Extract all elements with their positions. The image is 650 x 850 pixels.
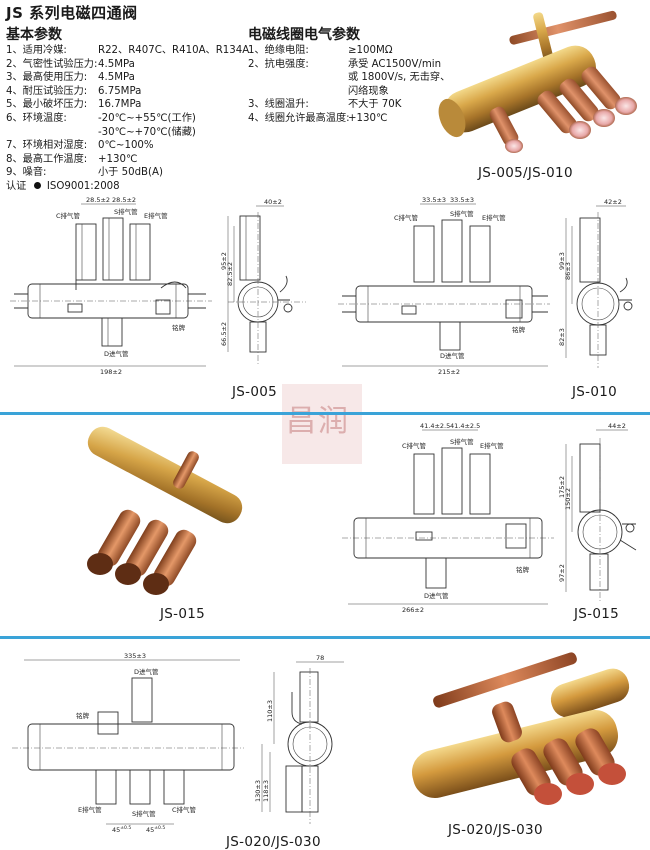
dim-label: 95±2 (220, 252, 228, 270)
dim-label: 175±2 (558, 476, 566, 498)
dim-label: 82.5±2 (226, 262, 234, 286)
pipe-label-s: S排气管 (450, 209, 474, 218)
watermark-text: 昌润 (286, 404, 350, 439)
dim-label: 45±0.5 (112, 825, 131, 834)
coil-row: 4、线圈允许最高温度:+130℃ (248, 112, 388, 124)
pipe-label-d: D进气管 (440, 351, 465, 360)
drawing-js010-side: 42±2 99±3 86±3 82±3 (558, 198, 633, 368)
basic-row: 7、环境相对湿度:0℃~100% (6, 140, 154, 152)
pipe-label-d: D进气管 (104, 349, 129, 358)
coil-row: 闪络现象 (348, 85, 389, 97)
pipe-label-e: E排气管 (144, 211, 168, 220)
pipe-label-c: C排气管 (402, 441, 427, 450)
dim-label: 41.4±2.5 (420, 422, 450, 430)
dim-label: 42±2 (604, 198, 622, 206)
coil-row: 2、抗电强度:承受 AC1500V/min (248, 58, 442, 70)
coil-params-list: 1、绝缘电阻:≥100MΩ 2、抗电强度:承受 AC1500V/min 或 18… (248, 44, 450, 126)
pipe-label-c: C排气管 (394, 213, 419, 222)
model-label: JS-015 (574, 606, 619, 622)
dim-label: 45±0.5 (146, 825, 165, 834)
model-label: JS-015 (160, 606, 205, 622)
pipe-label-d: D进气管 (134, 667, 159, 676)
dim-label: 266±2 (402, 606, 424, 614)
dim-label: 78 (316, 654, 324, 662)
drawing-js020-side: 78 110±3 130±3 118±3 (254, 654, 344, 824)
dim-label: 28.5±2 (86, 196, 110, 204)
basic-row: -30℃~+70℃(储藏) (98, 126, 196, 138)
basic-row: 2、气密性试验压力:4.5MPa (6, 58, 135, 70)
page-title: JS 系列电磁四通阀 (6, 4, 138, 22)
plate-label: 铭牌 (172, 323, 186, 332)
dim-label: 150±2 (564, 488, 572, 510)
certification: 认证 ISO9001:2008 (6, 180, 120, 194)
dim-label: 40±2 (264, 198, 282, 206)
basic-params-heading: 基本参数 (6, 27, 62, 43)
dim-label: 33.5±3 (422, 196, 446, 204)
dim-label: 28.5±2 (112, 196, 136, 204)
model-label: JS-020/JS-030 (448, 822, 543, 838)
product-photo-js020-030 (411, 652, 630, 805)
dim-label: 215±2 (438, 368, 460, 376)
pipe-label-s: S排气管 (450, 437, 474, 446)
plate-label: 铭牌 (76, 711, 90, 720)
drawing-js010-front: 33.5±3 33.5±3 C排气管 S排气管 E排气管 铭牌 D进气管 215… (338, 196, 550, 376)
product-photo-js005-010 (438, 10, 637, 153)
dim-label: 130±3 (254, 780, 262, 802)
pipe-label-c: C排气管 (56, 211, 81, 220)
model-label: JS-020/JS-030 (226, 834, 321, 850)
watermark-logo: 昌润 (282, 384, 362, 464)
drawing-js005-side: 40±2 95±2 82.5±2 66.5±2 (220, 198, 306, 366)
coil-row: 1、绝缘电阻:≥100MΩ (248, 45, 393, 56)
drawing-js015-side: 44±2 175±2 150±2 97±2 (558, 422, 637, 602)
basic-row: 4、耐压试验压力:6.75MPa (6, 85, 142, 97)
coil-row: 或 1800V/s, 无击穿、 (348, 72, 451, 84)
drawing-js005-front: 28.5±2 28.5±2 C排气管 S排气管 E排气管 铭牌 D进气管 198… (10, 196, 212, 376)
dim-label: 82±3 (558, 328, 566, 346)
cert-label: 认证 (6, 181, 27, 192)
plate-label: 铭牌 (512, 325, 526, 334)
dim-label: 66.5±2 (220, 322, 228, 346)
basic-row: 6、环境温度:-20℃~+55℃(工作) (6, 112, 196, 124)
pipe-label-e: E排气管 (78, 805, 102, 814)
bullet-icon (33, 182, 41, 189)
basic-params-list: 1、适用冷媒:R22、R407C、R410A、R134A 2、气密性试验压力:4… (6, 44, 249, 180)
section-divider (0, 636, 650, 639)
dim-label: 33.5±3 (450, 196, 474, 204)
dim-label: 335±3 (124, 652, 146, 660)
basic-row: 3、最高使用压力:4.5MPa (6, 72, 135, 84)
basic-row: 5、最小破坏压力:16.7MPa (6, 99, 142, 111)
dim-label: 44±2 (608, 422, 626, 430)
pipe-label-d: D进气管 (424, 591, 449, 600)
pipe-label-c: C排气管 (172, 805, 197, 814)
cert-value: ISO9001:2008 (46, 181, 120, 192)
dim-label: 110±3 (266, 700, 274, 722)
pipe-label-e: E排气管 (480, 441, 504, 450)
dim-label: 86±3 (564, 262, 572, 280)
section-divider (0, 412, 650, 415)
model-label: JS-010 (572, 384, 617, 400)
coil-params-heading: 电磁线圈电气参数 (248, 27, 360, 43)
model-label: JS-005/JS-010 (478, 165, 573, 181)
pipe-label-e: E排气管 (482, 213, 506, 222)
dim-label: 198±2 (100, 368, 122, 376)
dim-label: 41.4±2.5 (450, 422, 480, 430)
dim-label: 99±3 (558, 252, 566, 270)
basic-row: 1、适用冷媒:R22、R407C、R410A、R134A (6, 45, 250, 56)
basic-row: 8、最高工作温度:+130℃ (6, 153, 138, 165)
plate-label: 铭牌 (516, 565, 530, 574)
basic-row: 9、噪音:小于 50dB(A) (6, 167, 163, 179)
model-label: JS-005 (232, 384, 277, 400)
drawing-js015-front: 41.4±2.5 41.4±2.5 C排气管 S排气管 E排气管 铭牌 D进气管… (342, 422, 554, 614)
dim-label: 97±2 (558, 564, 566, 582)
coil-row: 3、线圈温升:不大于 70K (248, 99, 402, 111)
pipe-label-s: S排气管 (132, 809, 156, 818)
dim-label: 118±3 (262, 780, 270, 802)
drawing-js020-front: 335±3 D进气管 铭牌 E排气管 S排气管 C排气管 45±0.5 45±0… (12, 652, 244, 834)
pipe-label-s: S排气管 (114, 207, 138, 216)
product-photo-js015 (87, 426, 243, 595)
